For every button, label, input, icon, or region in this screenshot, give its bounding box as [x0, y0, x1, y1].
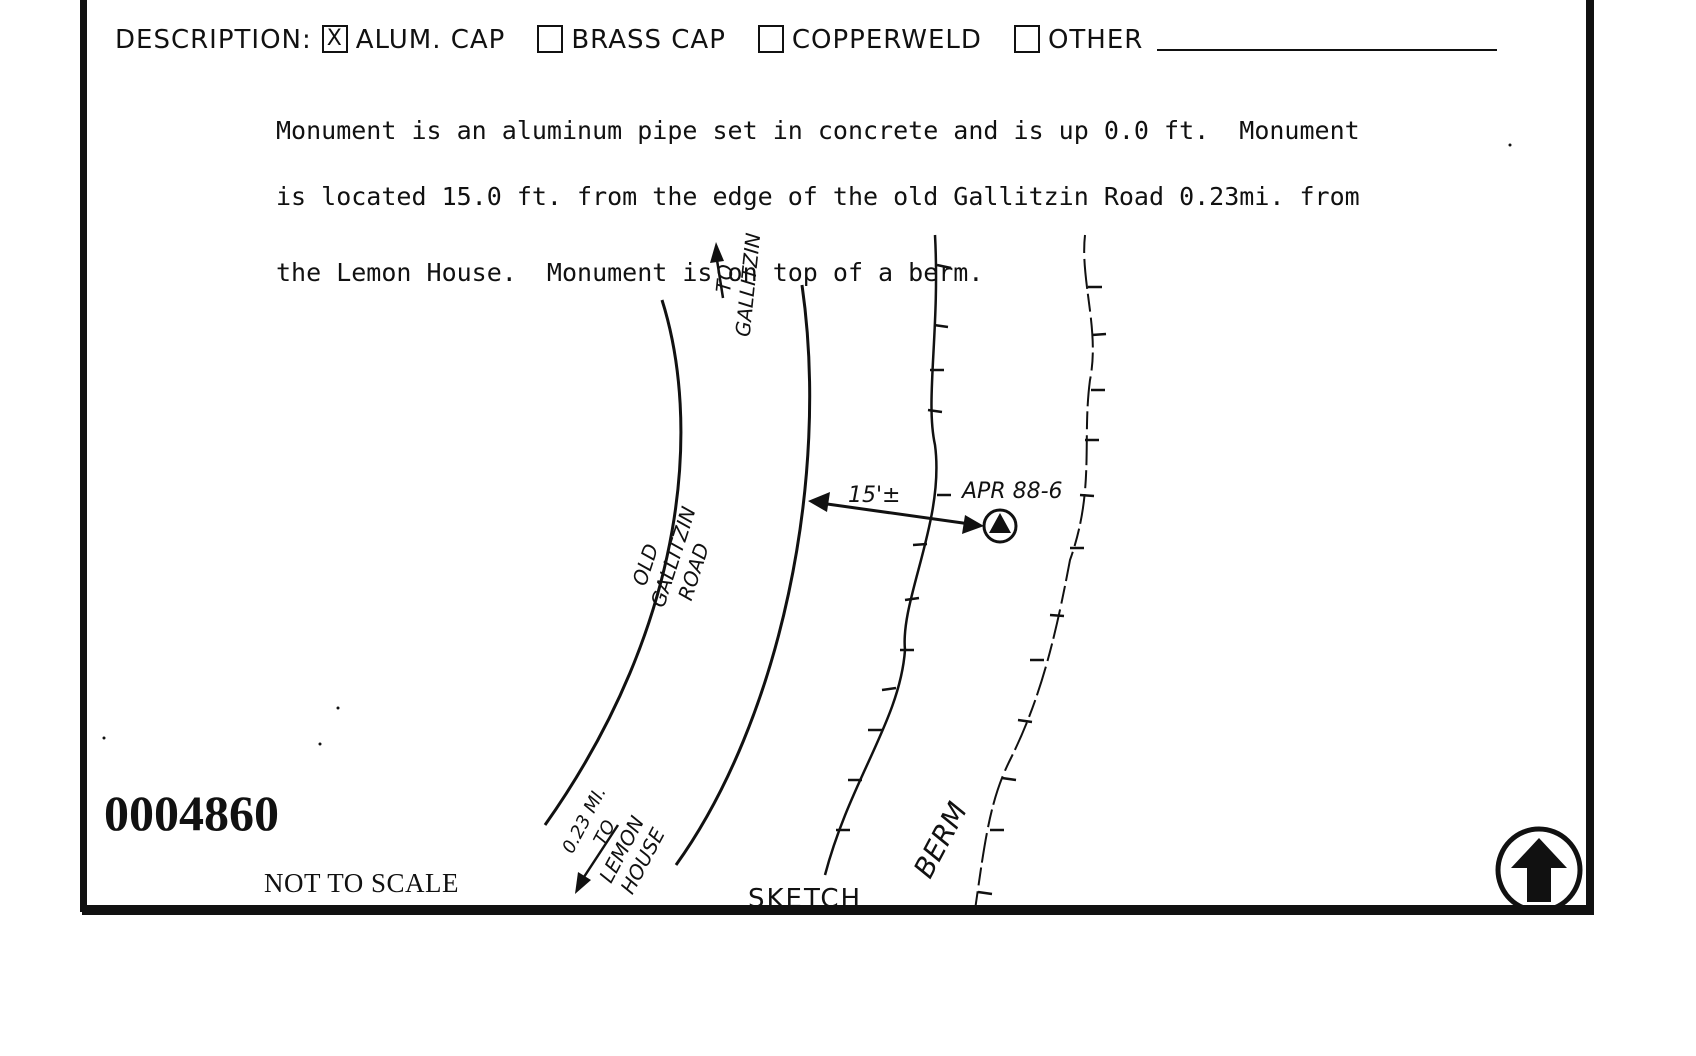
description-row: DESCRIPTION: X ALUM. CAP BRASS CAP COPPE…	[115, 22, 1498, 58]
road-east-edge	[674, 284, 812, 866]
other-checkbox[interactable]	[1013, 25, 1040, 53]
copperweld-label: COPPERWELD	[791, 25, 982, 55]
berm-west-line	[823, 234, 938, 876]
brass-cap-checkbox[interactable]	[537, 25, 564, 53]
to-lemon-house-arrowhead	[575, 872, 591, 894]
station-number: 0004860	[104, 785, 279, 841]
brass-cap-label: BRASS CAP	[571, 25, 726, 55]
station-label: APR 88-6	[960, 479, 1063, 504]
narrative-line-2: is located 15.0 ft. from the edge of the…	[276, 182, 1360, 211]
sketch-title: SKETCH	[748, 884, 863, 914]
to-gallitzin-text-2: GALLITZIN	[731, 232, 766, 338]
berm-east-ticks	[977, 285, 1107, 896]
to-gallitzin-arrowhead	[710, 242, 724, 263]
distance-label: 15'±	[848, 483, 900, 508]
alum-cap-checkbox[interactable]: X	[321, 25, 348, 53]
copperweld-checkbox[interactable]	[757, 25, 784, 53]
record-frame	[80, 0, 1592, 912]
north-arrow-icon	[1495, 826, 1583, 914]
to-gallitzin-text-1: TO	[711, 263, 738, 293]
alum-cap-label: ALUM. CAP	[355, 25, 506, 55]
road-west-edge	[543, 299, 683, 826]
to-lemon-house-arrow	[580, 824, 620, 881]
narrative-line-1: Monument is an aluminum pipe set in conc…	[276, 116, 1360, 145]
distance-dimension-line	[819, 501, 971, 526]
monument-description-text: Monument is an aluminum pipe set in conc…	[276, 76, 1516, 306]
narrative-line-3: the Lemon House. Monument is on top of a…	[276, 258, 984, 287]
to-gallitzin-arrow	[715, 259, 725, 299]
other-blank-line[interactable]	[1157, 29, 1498, 51]
berm-label: BERM	[907, 797, 974, 884]
berm-west-ticks	[836, 263, 952, 832]
distance-arrowhead-right	[962, 515, 984, 534]
not-to-scale-note: NOT TO SCALE	[264, 868, 460, 898]
berm-east-line	[974, 234, 1094, 911]
distance-arrowhead-left	[808, 492, 830, 512]
station-triangle-icon	[989, 513, 1011, 533]
station-marker	[982, 508, 1018, 544]
description-label: DESCRIPTION:	[115, 25, 312, 55]
other-label: OTHER	[1047, 25, 1144, 55]
